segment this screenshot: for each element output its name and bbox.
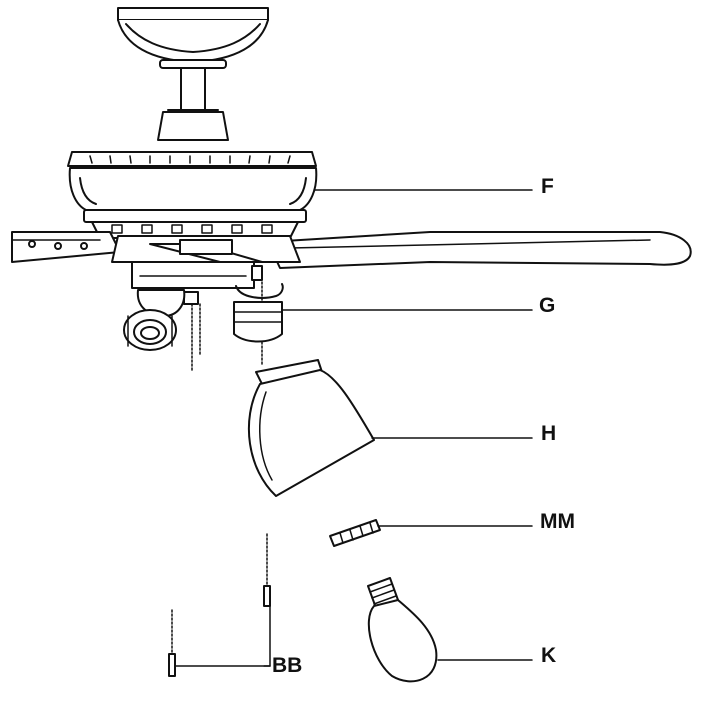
label-BB: BB: [272, 654, 303, 677]
shade-nut: [329, 519, 381, 547]
leader-line-BB: [263, 605, 271, 667]
label-K: K: [541, 644, 557, 667]
glass-shade: [248, 359, 375, 497]
label-G: G: [539, 294, 556, 317]
left-socket: [123, 289, 186, 351]
canopy: [117, 7, 269, 69]
label-MM: MM: [540, 510, 575, 533]
light-bulb: [367, 577, 438, 683]
motor-housing: [67, 151, 318, 239]
light-socket: [233, 283, 284, 343]
pull-chains: [168, 533, 271, 677]
fan-blades: [11, 231, 692, 269]
label-H: H: [541, 422, 557, 445]
leader-lines: [175, 189, 533, 667]
light-kit-body: [131, 261, 263, 305]
label-F: F: [541, 175, 554, 198]
downrod: [157, 67, 229, 141]
